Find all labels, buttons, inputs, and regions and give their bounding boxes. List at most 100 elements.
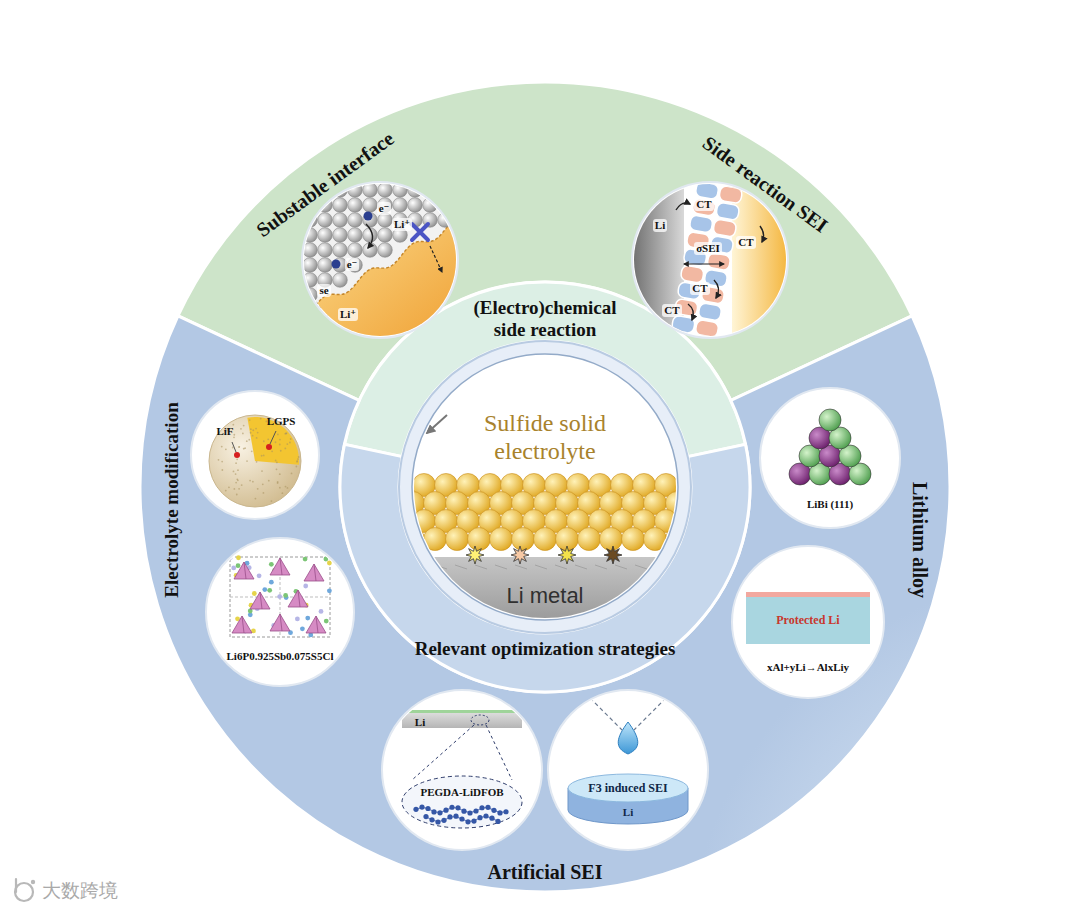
polymer-bead: [465, 819, 470, 824]
polymer-bead: [483, 813, 488, 818]
texture-dot: [279, 439, 281, 441]
texture-dot: [291, 473, 293, 475]
sphere: [303, 258, 318, 273]
text-holder: (Electro)chemical side reaction: [458, 297, 633, 341]
texture-dot: [298, 456, 300, 458]
sei-cell: [671, 315, 695, 334]
shape-group: [760, 388, 900, 528]
texture-dot: [252, 481, 254, 483]
texture-dot: [233, 434, 235, 436]
texture-dot: [295, 466, 297, 468]
sphere: [391, 474, 414, 497]
leader-line: [232, 442, 236, 452]
figure-ground: [382, 690, 542, 850]
text-holder: Relevant optimization strategies: [415, 638, 676, 660]
sei-cell: [695, 181, 719, 200]
slab-texture: [615, 565, 627, 569]
sphere: [303, 243, 318, 258]
texture-dot: [238, 446, 240, 448]
tetrahedron-edge: [242, 616, 244, 633]
sphere: [333, 228, 348, 243]
polymer-bead: [425, 806, 430, 811]
texture-dot: [233, 488, 235, 490]
atom: [228, 555, 233, 560]
texture-dot: [280, 450, 282, 452]
texture-dot: [281, 492, 283, 494]
conductivity-label: σSEI: [694, 242, 722, 255]
zoom-region: [402, 776, 522, 828]
sei-cell: [692, 336, 716, 355]
blocked-cross: [412, 224, 428, 240]
tetrahedron-edge: [260, 592, 262, 609]
slab-texture: [635, 565, 647, 569]
texture-dot: [285, 433, 287, 435]
part-label: LiF: [216, 425, 233, 438]
texture-dot: [255, 498, 257, 500]
sphere: [378, 213, 393, 228]
texture-dot: [236, 458, 238, 460]
texture-dot: [251, 450, 253, 452]
texture-dot: [236, 478, 238, 480]
sei-cell: [713, 219, 737, 238]
figure-ground: [732, 546, 884, 698]
sphere: [303, 273, 318, 288]
slab-texture: [655, 565, 667, 569]
sphere: [303, 228, 318, 243]
logo-ring: [15, 883, 33, 901]
coated-particle: [209, 415, 301, 507]
polymer-bead: [443, 808, 448, 813]
texture-dot: [237, 479, 239, 481]
texture-dot: [277, 434, 279, 436]
electrolyte-label: Sulfide solid electrolyte: [445, 409, 645, 465]
text-holder: Li: [623, 806, 633, 819]
dashed-arrow: [316, 302, 328, 320]
atom: [327, 561, 332, 566]
disc-top: [568, 774, 688, 802]
texture-dot: [263, 455, 265, 457]
region-fill: [140, 316, 950, 892]
tetrahedron: [306, 616, 326, 633]
pointer-arrow: [427, 415, 447, 433]
text-holder: se: [317, 284, 330, 297]
polymer-bead: [503, 809, 508, 814]
atom: [257, 573, 262, 578]
circle-outline: [206, 538, 354, 686]
ground: [302, 182, 458, 338]
polymer-bead: [459, 816, 464, 821]
figure-circle: Li6P0.925Sb0.075S5Cl: [206, 538, 354, 686]
sei-cell: [695, 319, 719, 338]
slab-texture: [575, 565, 587, 569]
sphere: [333, 213, 348, 228]
texture-dot: [287, 487, 289, 489]
sphere: [363, 183, 378, 198]
polymer-bead: [431, 809, 436, 814]
sei-cell: [668, 332, 692, 351]
texture-dot: [255, 428, 257, 430]
sphere: [378, 243, 393, 258]
strategy-heading: Electrolyte modification: [161, 402, 183, 597]
sphere: [348, 228, 363, 243]
sphere: [819, 409, 841, 431]
layer-label: Protected Li: [776, 613, 839, 627]
sphere: [348, 183, 363, 198]
layer-label: F3 induced SEI: [588, 781, 667, 795]
texture-dot: [275, 441, 277, 443]
text-holder: LiF: [216, 425, 233, 438]
sphere: [393, 183, 408, 198]
slab-texture: [475, 565, 487, 569]
slab-texture: [535, 565, 547, 569]
metal-region: [632, 182, 684, 338]
texture-dot: [246, 440, 248, 442]
polymer-bead: [441, 818, 446, 823]
electron-dot: [364, 212, 373, 221]
unit-cell: [230, 557, 330, 637]
texture-dot: [279, 473, 281, 475]
figure-art: [209, 415, 301, 507]
sphere: [512, 528, 535, 551]
droplet: [618, 722, 638, 754]
slab-texture: [595, 565, 607, 569]
phase-label: Li: [653, 219, 667, 232]
alloy-layer: [746, 592, 870, 597]
texture-dot: [257, 488, 259, 490]
polymer-bead: [455, 805, 460, 810]
